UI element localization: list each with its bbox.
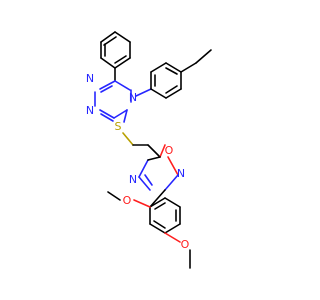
bond	[165, 85, 178, 94]
bond	[135, 88, 152, 97]
bond	[164, 197, 181, 208]
bond	[164, 232, 181, 243]
bond	[100, 57, 116, 69]
oxadiazole-ring	[138, 144, 179, 191]
bond	[133, 199, 151, 208]
bond	[195, 49, 212, 64]
bond	[147, 144, 161, 158]
atom-label-n: N	[129, 91, 137, 104]
bond	[165, 62, 182, 73]
bond	[138, 159, 149, 178]
molecule-structure: N N N S O N N O O	[86, 31, 212, 269]
bond	[149, 223, 166, 234]
bond	[150, 88, 167, 99]
bond	[107, 191, 121, 201]
bond	[144, 174, 153, 186]
bond	[114, 80, 131, 91]
bond	[167, 156, 179, 176]
bond	[164, 223, 181, 234]
bond	[147, 156, 161, 161]
bond	[159, 144, 166, 158]
bond	[100, 85, 113, 93]
bond	[113, 109, 128, 119]
bond	[149, 197, 166, 208]
bond	[99, 109, 115, 119]
bond	[99, 80, 116, 90]
bond	[114, 57, 131, 69]
triazole-ring	[94, 67, 132, 122]
atom-label-n: N	[129, 173, 137, 186]
bond	[153, 220, 166, 229]
bond	[138, 176, 151, 191]
phenyl-ring	[100, 31, 131, 69]
ethylphenyl-ring	[135, 49, 212, 99]
atom-label-o: O	[165, 144, 174, 157]
bond	[164, 174, 179, 191]
atom-label-n: N	[86, 72, 94, 85]
bond	[100, 31, 116, 43]
dimethoxyphenyl-ring	[149, 189, 181, 234]
bond	[165, 67, 178, 75]
bond	[114, 55, 127, 64]
bond	[165, 88, 182, 99]
molecule-canvas: N N N S O N N O O	[85, 31, 212, 269]
bond	[122, 132, 134, 146]
bond	[114, 31, 131, 43]
atom-label-s: S	[115, 120, 122, 133]
bond	[123, 109, 128, 123]
atom-label-o: O	[181, 238, 190, 251]
atom-labels: N N N S O N N O O	[86, 72, 190, 251]
atom-label-o: O	[123, 194, 132, 207]
bond	[103, 36, 117, 46]
atom-label-n: N	[86, 104, 94, 117]
thioether-bridge	[122, 109, 149, 146]
bond	[149, 189, 166, 208]
methoxy-groups	[107, 191, 191, 269]
bond	[100, 113, 114, 122]
atom-label-n: N	[177, 167, 185, 180]
bond	[154, 202, 166, 210]
bond	[180, 62, 197, 73]
bond	[150, 62, 167, 73]
